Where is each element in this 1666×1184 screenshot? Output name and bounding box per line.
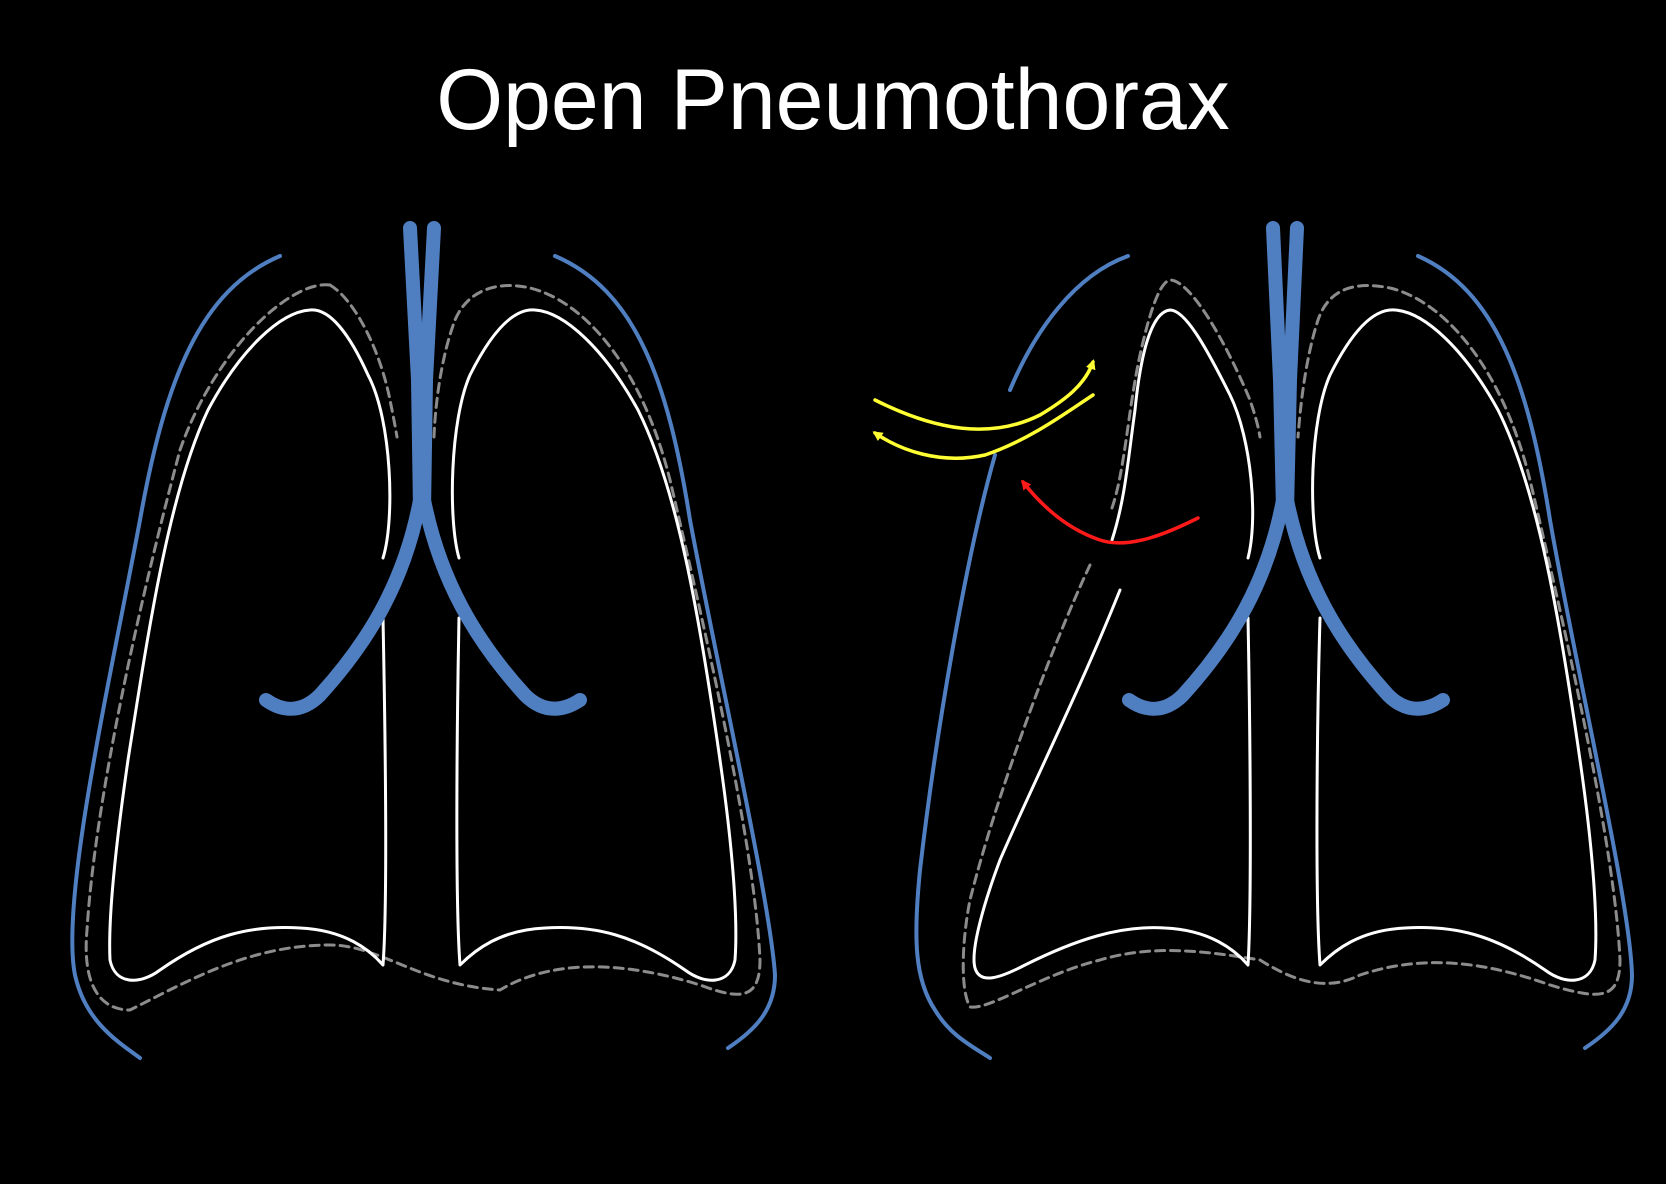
upper-chest-wall-fragment <box>1008 254 1130 392</box>
collapsed-lung <box>972 308 1255 980</box>
left-mediastinal-pleura <box>328 283 399 439</box>
collapsed-side-lower-pleura <box>961 563 1262 1009</box>
main-bronchus-left <box>1122 493 1290 716</box>
lower-chest-wall-fragment <box>914 453 997 1060</box>
air-out-arrow <box>873 359 1096 431</box>
open-pneumothorax-diagram <box>872 221 1635 1060</box>
left-chest-wall <box>70 254 282 1060</box>
slide-title: Open Pneumothorax <box>436 52 1230 148</box>
intact-side-pleura <box>1258 284 1622 996</box>
right-main-bronchus <box>417 493 587 716</box>
trachea-right-wall <box>1280 221 1304 517</box>
normal-chest-diagram <box>70 221 778 1060</box>
right-chest-wall <box>553 254 778 1050</box>
left-pleura <box>84 283 762 1012</box>
right-side-chest-wall <box>1416 254 1635 1050</box>
lung-collapse-arrow <box>1021 479 1200 545</box>
collapsed-side-pleura <box>1110 278 1262 510</box>
air-in-arrow <box>872 393 1095 460</box>
right-lung-left-side <box>450 308 738 982</box>
intact-lung <box>1311 308 1598 982</box>
left-main-bronchus <box>259 493 427 716</box>
left-lung-right-side <box>108 308 392 982</box>
main-bronchus-right <box>1280 493 1450 716</box>
left-trachea-right-wall <box>417 221 441 517</box>
